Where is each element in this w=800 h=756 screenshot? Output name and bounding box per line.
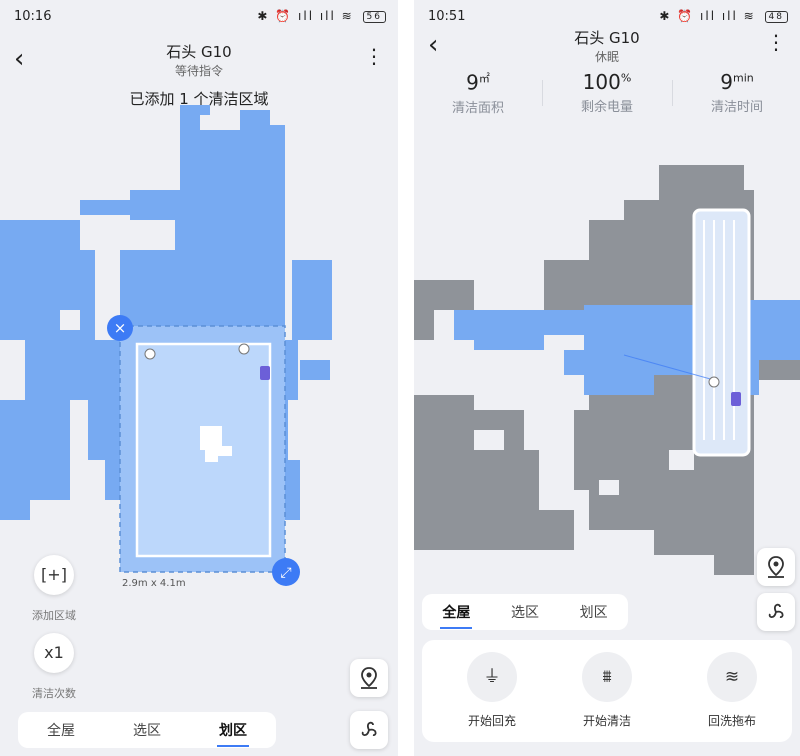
back-icon[interactable]: ‹ xyxy=(428,30,439,60)
stat-time-unit: min xyxy=(732,71,754,85)
device-status: 休眠 xyxy=(594,50,619,64)
zone-delete-button[interactable] xyxy=(107,315,133,341)
stat-time: 9min 清洁时间 xyxy=(673,70,800,115)
cleaning-path-lines xyxy=(703,220,735,440)
add-zone-label: 添加区域 xyxy=(32,609,76,622)
fan-icon xyxy=(361,721,377,737)
signal-icons: ✱ ⏰ ıll ıll ≋ xyxy=(659,9,756,23)
dock-icon xyxy=(731,392,741,406)
status-bar: 10:16 ✱ ⏰ ıll ıll ≋ 56 xyxy=(0,0,398,34)
battery-icon: 48 xyxy=(764,11,788,23)
mode-tabs: 全屋 选区 划区 xyxy=(422,594,628,630)
map-pin-icon xyxy=(361,667,377,689)
status-bar: 10:51 ✱ ⏰ ıll ıll ≋ 48 xyxy=(414,0,800,34)
cleaning-path xyxy=(692,208,751,457)
mop-icon: ≋ xyxy=(707,652,757,702)
stat-time-value: 9 xyxy=(720,70,733,94)
tab-draw-zone[interactable]: 划区 xyxy=(213,720,253,747)
start-cleaning-button[interactable]: ⩩ 开始清洁 xyxy=(557,652,657,729)
device-status: 等待指令 xyxy=(174,64,223,78)
start-recharge-button[interactable]: ⏚ 开始回充 xyxy=(442,652,542,729)
more-menu-icon[interactable]: ⋮ xyxy=(766,30,786,54)
more-menu-icon[interactable]: ⋮ xyxy=(364,44,384,68)
stat-battery-unit: % xyxy=(620,71,632,85)
fan-icon xyxy=(768,603,784,619)
wash-mop-button[interactable]: ≋ 回洗拖布 xyxy=(682,652,782,729)
cleaning-mode-button[interactable] xyxy=(757,593,795,631)
add-zone-icon: [+] xyxy=(41,565,67,584)
wash-mop-label: 回洗拖布 xyxy=(707,714,756,728)
cleaning-mode-button[interactable] xyxy=(350,711,388,749)
floor-map-gaps xyxy=(474,430,694,495)
status-time: 10:51 xyxy=(428,9,466,24)
robot-path xyxy=(623,354,715,381)
clean-count-label: 清洁次数 xyxy=(32,687,76,700)
dock-icon xyxy=(260,366,270,380)
divider xyxy=(542,80,543,106)
signal-icons: ✱ ⏰ ıll ıll ≋ xyxy=(257,9,354,23)
tab-select-room[interactable]: 选区 xyxy=(133,723,161,739)
tab-whole-house[interactable]: 全屋 xyxy=(436,602,476,629)
cleaning-stats: 9㎡ 清洁面积 100% 剩余电量 9min 清洁时间 xyxy=(414,70,800,120)
mode-tabs: 全屋 选区 划区 xyxy=(18,712,276,748)
robot-icon xyxy=(144,348,156,360)
broom-icon: ⩩ xyxy=(582,652,632,702)
battery-icon: 56 xyxy=(362,11,386,23)
action-panel: ⏚ 开始回充 ⩩ 开始清洁 ≋ 回洗拖布 xyxy=(422,640,792,742)
device-title: 石头 G10 xyxy=(574,29,640,47)
locate-robot-button[interactable] xyxy=(350,659,388,697)
locate-robot-button[interactable] xyxy=(757,548,795,586)
divider xyxy=(672,80,673,106)
obstacle xyxy=(200,426,232,462)
tab-draw-zone[interactable]: 划区 xyxy=(579,605,608,621)
resize-icon: ⤢ xyxy=(280,565,291,581)
tab-select-room[interactable]: 选区 xyxy=(510,605,539,621)
zone-resize-button[interactable] xyxy=(272,558,300,586)
stat-area-label: 清洁面积 xyxy=(451,100,504,116)
zone-dimensions: 2.9m x 4.1m xyxy=(122,578,186,589)
status-time: 10:16 xyxy=(14,9,52,24)
stat-battery: 100% 剩余电量 xyxy=(543,70,671,115)
stat-battery-value: 100 xyxy=(582,70,621,94)
top-navbar: ‹ 石头 G10 等待指令 ⋮ xyxy=(0,34,398,84)
robot-icon xyxy=(708,376,720,388)
robot-position-icon xyxy=(238,343,250,355)
stat-time-label: 清洁时间 xyxy=(710,100,763,115)
stat-area-unit: ㎡ xyxy=(478,72,490,85)
left-phone-screen: 10:16 ✱ ⏰ ıll ıll ≋ 56 ‹ 石头 G10 等待指令 ⋮ 已… xyxy=(0,0,398,756)
status-icons: ✱ ⏰ ıll ıll ≋ 56 xyxy=(257,9,386,23)
device-title: 石头 G10 xyxy=(166,43,232,61)
zone-notice: 已添加 1 个清洁区域 xyxy=(129,90,269,108)
map-pin-icon xyxy=(768,556,784,578)
close-icon: × xyxy=(114,319,127,337)
status-icons: ✱ ⏰ ıll ıll ≋ 48 xyxy=(659,9,788,23)
plug-icon: ⏚ xyxy=(467,652,517,702)
back-icon[interactable]: ‹ xyxy=(14,44,25,74)
top-navbar: ‹ 石头 G10 休眠 ⋮ xyxy=(414,20,800,70)
stat-battery-label: 剩余电量 xyxy=(580,100,633,115)
floor-map[interactable] xyxy=(414,160,800,580)
tab-whole-house[interactable]: 全屋 xyxy=(47,723,75,739)
start-recharge-label: 开始回充 xyxy=(467,714,516,728)
stat-area-value: 9 xyxy=(466,70,479,95)
add-zone-button[interactable]: [+] xyxy=(34,555,74,595)
stat-area: 9㎡ 清洁面积 xyxy=(414,70,542,116)
clean-count-value: x1 xyxy=(44,643,64,662)
floor-map[interactable]: × ⤢ 2.9m x 4.1m xyxy=(0,100,398,600)
zone-selection[interactable]: × ⤢ 2.9m x 4.1m xyxy=(107,315,300,589)
clean-count-button[interactable]: x1 xyxy=(34,633,74,673)
right-phone-screen: 10:51 ✱ ⏰ ıll ıll ≋ 48 ‹ 石头 G10 休眠 ⋮ 9㎡ … xyxy=(414,0,800,756)
start-cleaning-label: 开始清洁 xyxy=(582,714,631,728)
